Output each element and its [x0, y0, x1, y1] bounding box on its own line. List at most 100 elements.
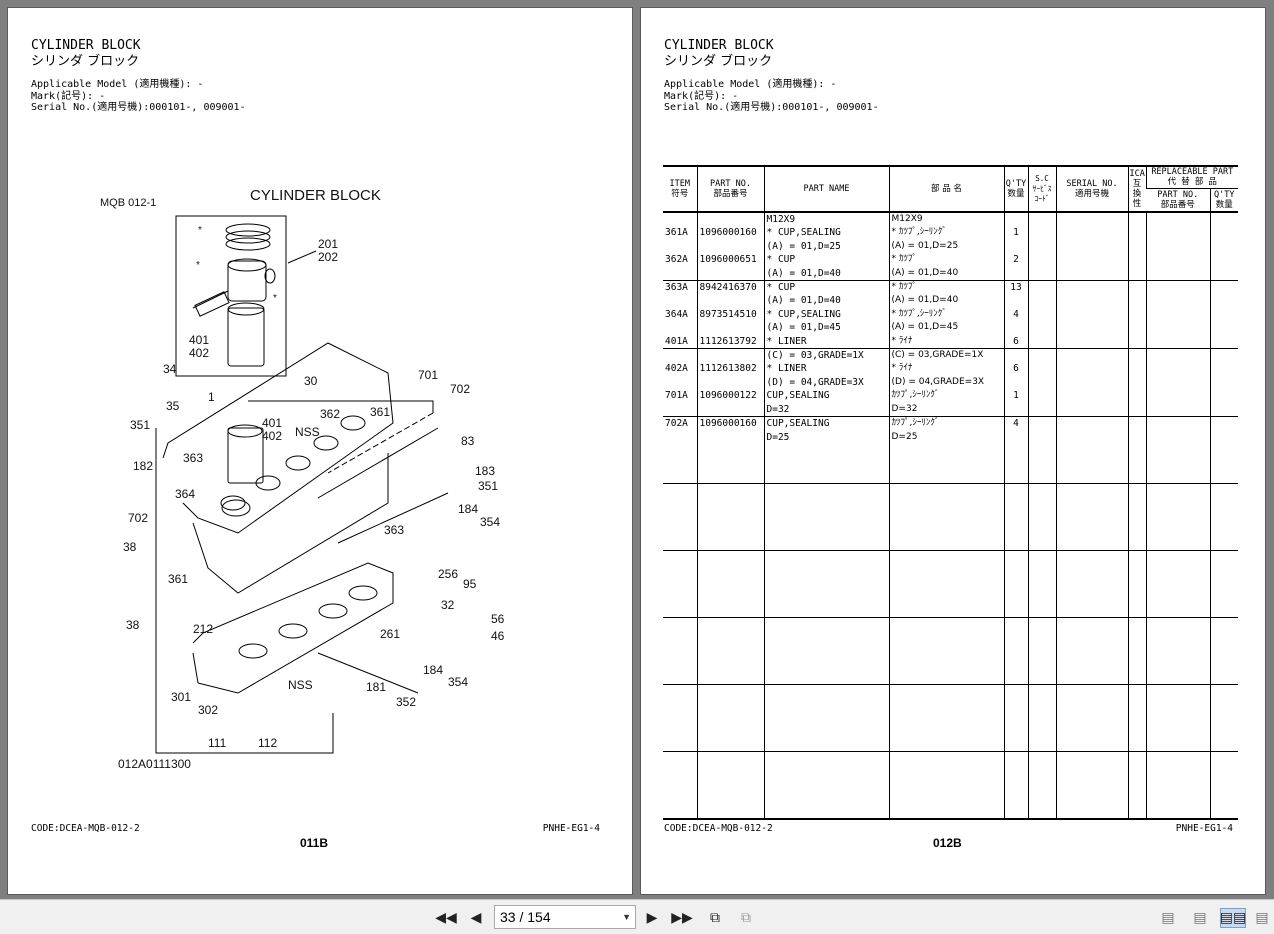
page-indicator: 33 / 154	[500, 909, 551, 925]
last-page-icon[interactable]: ▶▶	[671, 910, 693, 926]
left-page: CYLINDER BLOCK シリンダ ブロック Applicable Mode…	[7, 7, 633, 895]
col-item: ITEM 符号	[663, 165, 697, 213]
callout: 401	[189, 333, 209, 347]
rep-part-no-cell	[1145, 483, 1210, 552]
service-code-cell	[1027, 617, 1056, 686]
callout: 32	[441, 598, 455, 612]
chevron-down-icon[interactable]: ▼	[622, 912, 631, 922]
service-code-cell	[1027, 550, 1056, 619]
col-service-code: S.C ｻｰﾋﾞｽ ｺｰﾄﾞ	[1027, 165, 1056, 213]
ref-label: PNHE-EG1-4	[542, 823, 600, 834]
callout: 181	[366, 680, 386, 694]
part-name-jp-cell	[888, 751, 1004, 820]
exploded-parts-diagram: MQB 012-1 CYLINDER BLOCK * * * 201 202 4…	[100, 187, 505, 771]
ica-cell	[1127, 280, 1146, 350]
callout: 402	[189, 346, 209, 360]
serial-no: Serial No.(適用号機):000101-, 009001-	[31, 102, 246, 113]
go-back-icon[interactable]: ⧉	[710, 910, 720, 926]
rep-qty-cell	[1209, 212, 1239, 282]
rep-qty-cell	[1209, 617, 1239, 686]
page-number-field[interactable]: 33 / 154 ▼	[494, 905, 636, 929]
rep-part-no-cell	[1145, 684, 1210, 753]
qty-cell	[1003, 617, 1028, 686]
callout: 83	[461, 434, 475, 448]
service-code-cell	[1027, 751, 1056, 820]
part-name-jp-cell: * ｶﾂﾌﾟ (A) = 01,D=40 * ｶﾂﾌﾟ,ｼｰﾘﾝｸﾞ (A) =…	[888, 280, 1004, 350]
ica-cell	[1127, 550, 1146, 619]
right-page: CYLINDER BLOCK シリンダ ブロック Applicable Mode…	[640, 7, 1266, 895]
table-subheader-row: PART NO. 部品番号 Q'TY 数量	[663, 188, 1239, 213]
first-page-icon[interactable]: ◀◀	[435, 910, 457, 926]
rep-part-no-cell	[1145, 212, 1210, 282]
callout: 95	[463, 577, 477, 591]
serial-cell	[1055, 280, 1128, 350]
single-page-view-icon[interactable]: ▤	[1161, 910, 1175, 926]
item-cell: 702A	[663, 416, 697, 485]
title-jp: シリンダ ブロック	[664, 54, 773, 69]
rep-qty-cell	[1209, 416, 1239, 485]
callout: 183	[475, 464, 495, 478]
go-forward-icon[interactable]: ⧉	[741, 910, 751, 926]
callout: 402	[262, 429, 282, 443]
rep-part-no-cell	[1145, 280, 1210, 350]
callout: 184	[423, 663, 443, 677]
next-page-icon[interactable]: ▶	[646, 910, 658, 926]
diagram-footer-code: 012A0111300	[118, 757, 191, 771]
part-no-cell: 1112613802 1096000122	[696, 348, 764, 418]
callout: 363	[384, 523, 404, 537]
part-name-cell	[763, 483, 889, 552]
part-name-cell	[763, 550, 889, 619]
callout: 30	[304, 374, 318, 388]
part-name-cell: (C) = 03,GRADE=1X * LINER (D) = 04,GRADE…	[763, 348, 889, 418]
two-page-view-icon[interactable]: ▤▤	[1219, 908, 1247, 928]
qty-cell	[1003, 684, 1028, 753]
callout: 361	[370, 405, 390, 419]
page-meta: Applicable Model (適用機種): - Mark(記号): - S…	[664, 79, 879, 114]
rep-qty-cell	[1209, 348, 1239, 418]
callout: 701	[418, 368, 438, 382]
serial-cell	[1055, 684, 1128, 753]
part-no-cell: 8942416370 8973514510 1112613792	[696, 280, 764, 350]
two-page-continuous-view-icon[interactable]: ▤	[1255, 910, 1269, 926]
callout: 1	[208, 390, 215, 404]
qty-cell: 6 1	[1003, 348, 1028, 418]
callout: 182	[133, 459, 153, 473]
part-name-cell	[763, 617, 889, 686]
table-row	[663, 550, 1239, 619]
serial-cell	[1055, 550, 1128, 619]
serial-cell	[1055, 483, 1128, 552]
item-cell: 363A 364A 401A	[663, 280, 697, 350]
callout: NSS	[288, 678, 313, 692]
part-name-jp-cell	[888, 617, 1004, 686]
page-header: CYLINDER BLOCK シリンダ ブロック	[31, 38, 141, 70]
service-code-cell	[1027, 212, 1056, 282]
rep-qty-cell	[1209, 550, 1239, 619]
part-name-cell	[763, 751, 889, 820]
callout: 261	[380, 627, 400, 641]
ica-cell	[1127, 416, 1146, 485]
callout: 352	[396, 695, 416, 709]
table-row	[663, 751, 1239, 820]
item-cell	[663, 550, 697, 619]
part-name-jp-cell: M12X9 * ｶﾂﾌﾟ,ｼｰﾘﾝｸﾞ (A) = 01,D=25 * ｶﾂﾌﾟ…	[888, 212, 1004, 282]
callout: 364	[175, 487, 195, 501]
ica-cell	[1127, 212, 1146, 282]
col-part-no: PART NO. 部品番号	[696, 165, 764, 213]
service-code-cell	[1027, 280, 1056, 350]
piston-inset-box	[175, 215, 287, 377]
rep-part-no-cell	[1145, 348, 1210, 418]
callout: 361	[168, 572, 188, 586]
previous-page-icon[interactable]: ◀	[470, 910, 482, 926]
part-name-jp-cell	[888, 483, 1004, 552]
item-cell	[663, 617, 697, 686]
item-cell	[663, 483, 697, 552]
code-label: CODE:DCEA-MQB-012-2	[31, 823, 140, 834]
callout: 354	[448, 675, 468, 689]
continuous-view-icon[interactable]: ▤	[1193, 910, 1207, 926]
rep-part-no-cell	[1145, 550, 1210, 619]
callout: 351	[478, 479, 498, 493]
table-row	[663, 684, 1239, 753]
ica-cell	[1127, 483, 1146, 552]
serial-cell	[1055, 617, 1128, 686]
callout: 34	[163, 362, 177, 376]
